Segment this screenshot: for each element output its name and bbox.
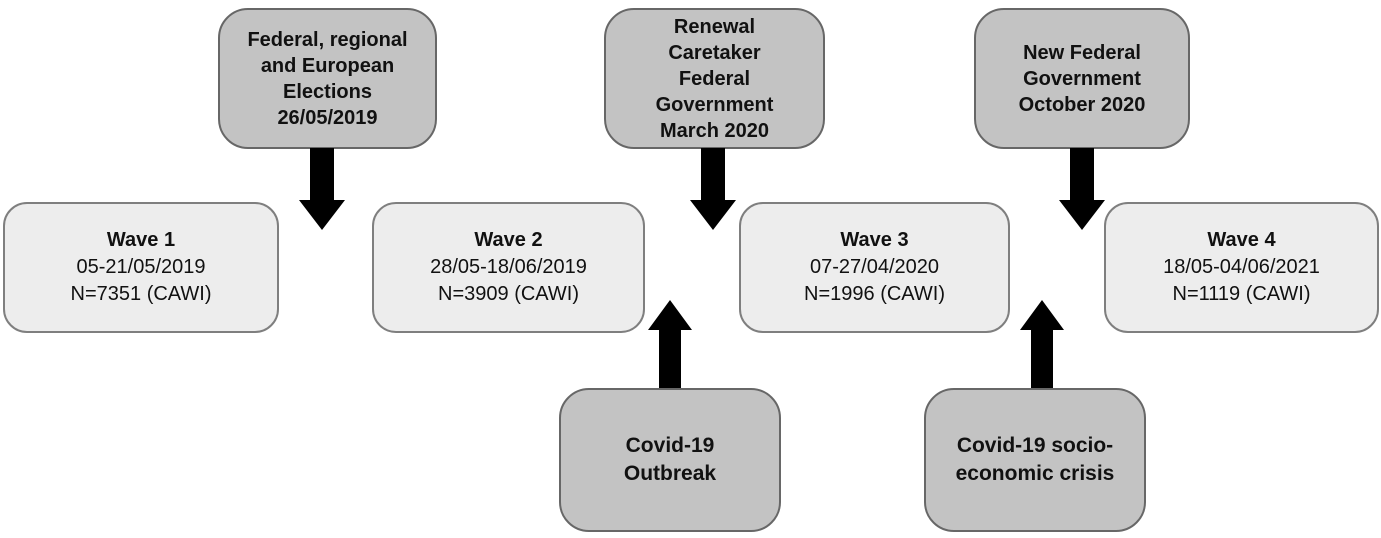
wave-1-title: Wave 1 [106,229,176,251]
up-arrow-icon-covid-crisis [1020,300,1064,389]
wave-4-dates: 18/05-04/06/2021 [1163,256,1320,278]
wave-box-4: Wave 4 18/05-04/06/2021 N=1119 (CAWI) [1104,202,1379,333]
wave-4-title: Wave 4 [1207,229,1276,251]
up-arrow-icon-covid-outbreak [648,300,692,389]
wave-4-sample: N=1119 (CAWI) [1172,283,1311,305]
down-arrow-icon-caretaker-government [690,148,736,230]
wave-box-3: Wave 3 07-27/04/2020 N=1996 (CAWI) [739,202,1010,333]
wave-box-1: Wave 1 05-21/05/2019 N=7351 (CAWI) [3,202,279,333]
wave-3-title: Wave 3 [840,229,909,251]
wave-1-sample: N=7351 (CAWI) [70,283,212,305]
wave-2-dates: 28/05-18/06/2019 [430,256,587,278]
event-box-covid-crisis: Covid-19 socio-economic crisis [924,388,1146,532]
down-arrow-icon-elections [299,148,345,230]
wave-3-dates: 07-27/04/2020 [809,256,939,278]
event-box-covid-crisis-text: Covid-19 socio-economic crisis [955,434,1115,485]
down-arrow-icon-new-federal-government [1059,148,1105,230]
wave-3-sample: N=1996 (CAWI) [804,283,945,305]
wave-2-title: Wave 2 [474,229,543,251]
wave-1-dates: 05-21/05/2019 [76,256,206,278]
wave-2-sample: N=3909 (CAWI) [438,283,579,305]
wave-box-2: Wave 2 28/05-18/06/2019 N=3909 (CAWI) [372,202,645,333]
